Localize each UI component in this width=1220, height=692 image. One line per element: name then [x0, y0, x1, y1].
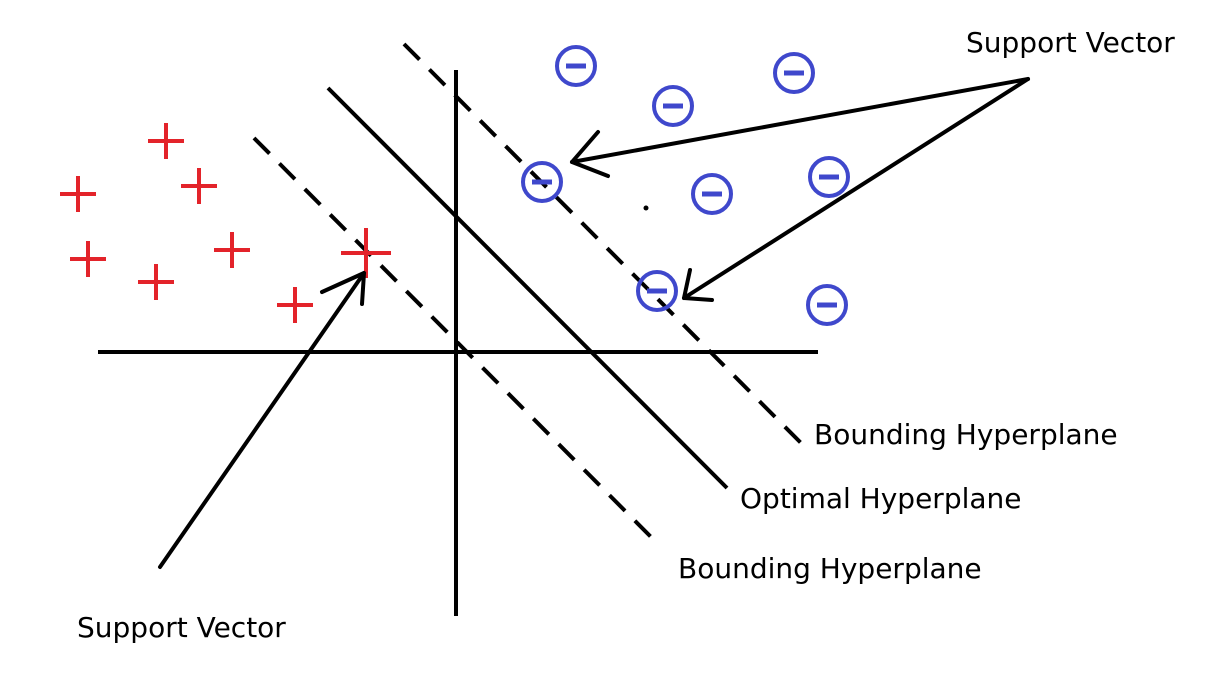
support-vector-negative-point	[521, 161, 563, 203]
positive-point	[138, 264, 174, 300]
bounding-hyperplane-lower-line	[252, 136, 662, 548]
support-vector-positive-point	[341, 228, 391, 278]
positive-point	[70, 241, 106, 277]
support-vector-negative-point	[636, 270, 678, 312]
arrow-to-support-vector-negative-2	[682, 77, 1030, 302]
negative-point	[806, 284, 848, 326]
support-vector-label-bottom: Support Vector	[77, 611, 286, 644]
negative-class-points	[521, 45, 850, 326]
stray-dot	[643, 205, 649, 211]
positive-point	[181, 168, 217, 204]
positive-point	[277, 287, 313, 323]
negative-point	[808, 156, 850, 198]
support-vector-label-top: Support Vector	[966, 26, 1175, 59]
arrow-to-support-vector-positive	[158, 271, 366, 569]
optimal-hyperplane-line	[326, 86, 729, 490]
positive-point	[214, 232, 250, 268]
bounding-hyperplane-upper-line	[402, 42, 804, 446]
arrow-to-support-vector-negative-1	[570, 77, 1030, 178]
negative-point	[691, 173, 733, 215]
optimal-hyperplane-label: Optimal Hyperplane	[740, 482, 1022, 515]
negative-point	[652, 85, 694, 127]
negative-point	[773, 52, 815, 94]
positive-class-points	[60, 123, 391, 323]
positive-point	[60, 176, 96, 212]
bounding-hyperplane-label-upper: Bounding Hyperplane	[814, 418, 1118, 451]
positive-point	[148, 123, 184, 159]
negative-point	[555, 45, 597, 87]
bounding-hyperplane-label-lower: Bounding Hyperplane	[678, 552, 982, 585]
